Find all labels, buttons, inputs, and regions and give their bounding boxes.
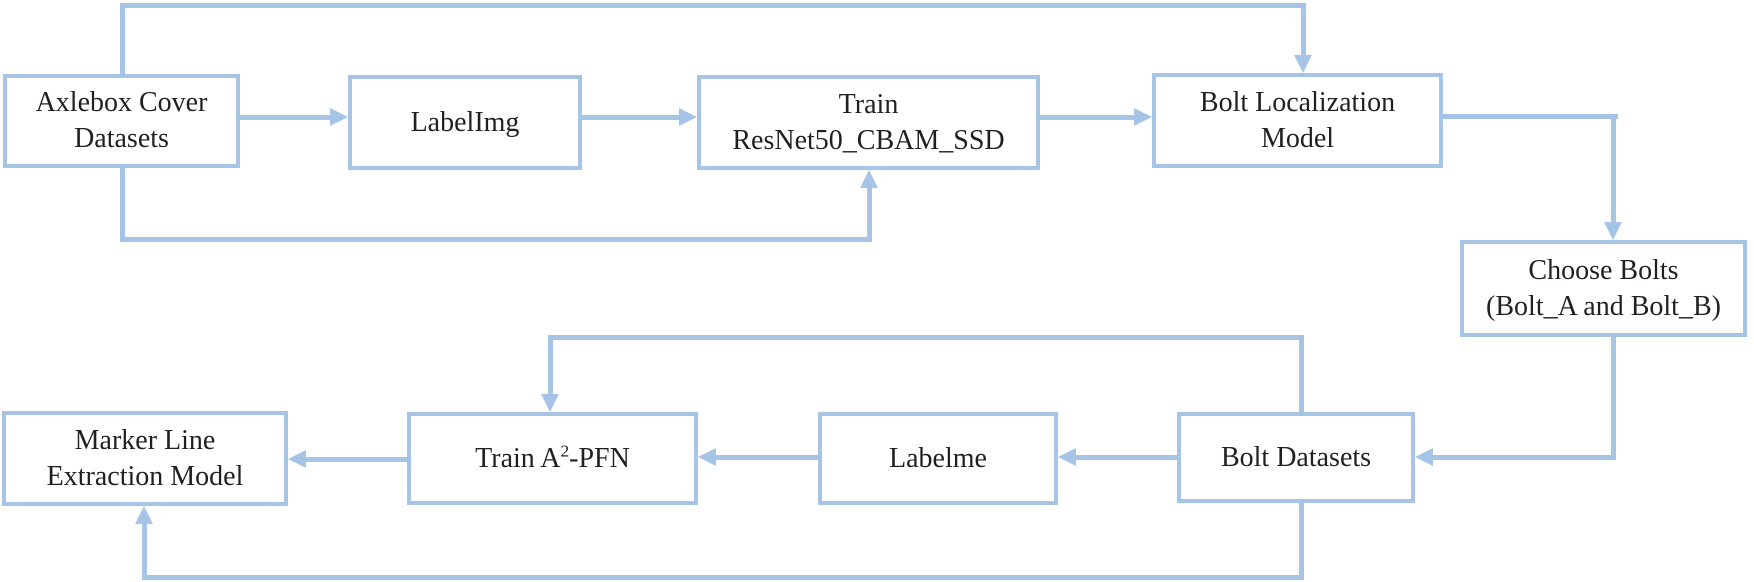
edge-axlebox-to-boltloc-segment-up [120,3,125,74]
edge-boltdatasets-to-trainpfn-segment-down [548,335,553,394]
edge-axlebox-to-trainssd-segment-up [867,188,872,242]
superscript-2: 2 [560,441,570,461]
node-label-line: Train A2-PFN [475,441,630,474]
node-label-line: Train [838,88,899,120]
edge-choosebolts-to-boltdatasets-arrowhead [1415,448,1433,466]
node-train-a2-pfn: Train A2-PFN [407,412,698,505]
node-label-line: ResNet50_CBAM_SSD [732,124,1005,156]
edge-axlebox-to-labelimg-line [240,115,332,120]
edge-trainssd-to-boltloc-line [1040,115,1134,120]
node-train-resnet50-cbam-ssd: Train ResNet50_CBAM_SSD [697,75,1040,170]
edge-boltdatasets-to-marker-segment-down [1299,503,1304,580]
edge-boltdatasets-to-labelme-arrowhead [1058,448,1076,466]
edge-choosebolts-to-boltdatasets-segment-across [1433,455,1616,460]
edge-labelimg-to-trainssd-arrowhead [679,108,697,126]
edge-trainpfn-to-marker-arrowhead [288,450,306,468]
edge-boltdatasets-to-marker-segment-across [142,575,1304,580]
edge-boltdatasets-to-marker-arrowhead [135,506,153,524]
edge-labelme-to-trainpfn-arrowhead [698,448,716,466]
node-marker-line-extraction-model: Marker Line Extraction Model [2,411,288,506]
node-label-line: Extraction Model [46,460,244,492]
node-label-line: (Bolt_A and Bolt_B) [1486,290,1721,322]
edge-labelme-to-trainpfn-line [716,455,818,460]
node-choose-bolts: Choose Bolts (Bolt_A and Bolt_B) [1460,240,1747,337]
edge-boltloc-to-choosebolts-segment-across [1443,114,1618,119]
edge-boltdatasets-to-trainpfn-segment-up [1299,335,1304,412]
node-label-line: Choose Bolts [1528,254,1679,286]
edge-labelimg-to-trainssd-line [582,115,679,120]
node-bolt-datasets: Bolt Datasets [1177,412,1415,503]
edge-boltdatasets-to-trainpfn-arrowhead [541,394,559,412]
edge-boltdatasets-to-trainpfn-segment-across [548,335,1304,340]
edge-boltdatasets-to-labelme-line [1076,455,1177,460]
edge-trainssd-to-boltloc-arrowhead [1134,108,1152,126]
edge-boltloc-to-choosebolts-segment-down [1611,114,1616,222]
node-label-line: Datasets [74,123,169,154]
node-axlebox-cover-datasets: Axlebox Cover Datasets [3,74,240,168]
edge-axlebox-to-trainssd-segment-across [120,237,872,242]
edge-axlebox-to-boltloc-segment-down [1301,3,1306,55]
edge-choosebolts-to-boltdatasets-segment-down [1611,337,1616,460]
node-label-line: Bolt Datasets [1220,441,1372,473]
node-bolt-localization-model: Bolt Localization Model [1152,73,1443,168]
node-label-line: Labelme [889,442,987,474]
edge-boltloc-to-choosebolts-arrowhead [1604,222,1622,240]
edge-axlebox-to-boltloc-segment-top [120,3,1306,8]
edge-axlebox-to-boltloc-arrowhead [1294,55,1312,73]
edge-boltdatasets-to-marker-segment-up [142,524,147,580]
node-label-line: Marker Line [74,424,216,456]
node-labelimg: LabelImg [348,75,582,170]
node-labelme: Labelme [818,412,1058,505]
node-label-line: Bolt Localization [1199,86,1396,118]
node-label-line: LabelImg [410,106,520,138]
edge-trainpfn-to-marker-line [306,457,407,462]
node-label-line: Axlebox Cover [35,87,208,119]
edge-axlebox-to-trainssd-segment-down [120,168,125,242]
edge-axlebox-to-trainssd-arrowhead [860,170,878,188]
node-label-line: Model [1260,122,1335,154]
edge-axlebox-to-labelimg-arrowhead [330,108,348,126]
